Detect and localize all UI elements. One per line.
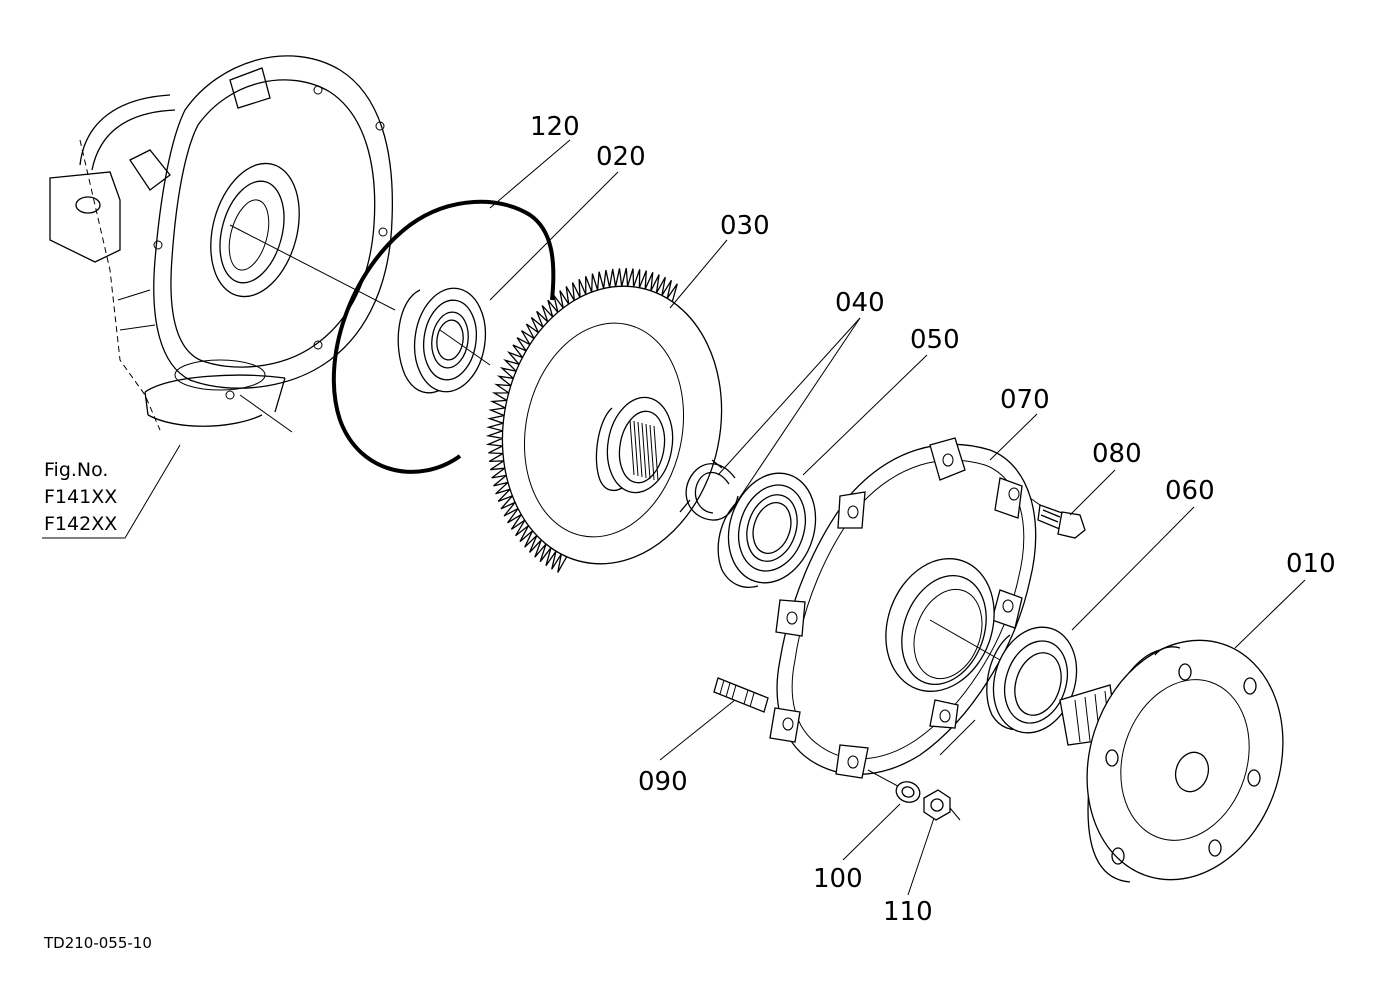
oil-seal-060 [986, 626, 1078, 734]
part-label-040: 040 [835, 288, 885, 318]
gear-spline-line [649, 424, 655, 481]
stud-bolt-090 [713, 677, 769, 713]
figure-reference: Fig.No. F141XX F142XX [44, 459, 117, 535]
part-label-020: 020 [596, 142, 646, 172]
figure-number-1: F141XX [44, 486, 117, 508]
gear-spline-line [645, 423, 651, 480]
plug-080 [1029, 497, 1086, 539]
gear-spline-line [641, 422, 647, 479]
part-label-110: 110 [883, 897, 933, 927]
part-label-050: 050 [910, 325, 960, 355]
snap-ring-120 [331, 199, 556, 474]
housing-drawing [49, 55, 396, 433]
cover-070 [769, 437, 1037, 791]
part-label-070: 070 [1000, 385, 1050, 415]
drawing-code: TD210-055-10 [43, 934, 152, 952]
ball-bearing-020 [397, 287, 491, 394]
final-gear-030 [485, 268, 723, 573]
figure-number-2: F142XX [44, 513, 117, 535]
leader-lines [42, 139, 1306, 896]
nut-110 [923, 789, 961, 821]
gear-spline-line [633, 420, 639, 477]
part-label-060: 060 [1165, 476, 1215, 506]
spring-washer-100 [895, 781, 921, 803]
gear-spline-line [637, 421, 643, 478]
part-label-100: 100 [813, 864, 863, 894]
figure-ref-title: Fig.No. [44, 459, 108, 481]
ball-bearing-050 [717, 472, 817, 588]
gear-spline-line [629, 419, 635, 476]
gear-spline-line [653, 425, 659, 482]
part-labels: 120 020 030 040 050 070 080 060 010 090 … [530, 112, 1336, 927]
part-label-090: 090 [638, 767, 688, 797]
part-label-010: 010 [1286, 549, 1336, 579]
part-label-120: 120 [530, 112, 580, 142]
axle-flange-010 [1059, 639, 1284, 883]
part-label-080: 080 [1092, 439, 1142, 469]
part-label-030: 030 [720, 211, 770, 241]
